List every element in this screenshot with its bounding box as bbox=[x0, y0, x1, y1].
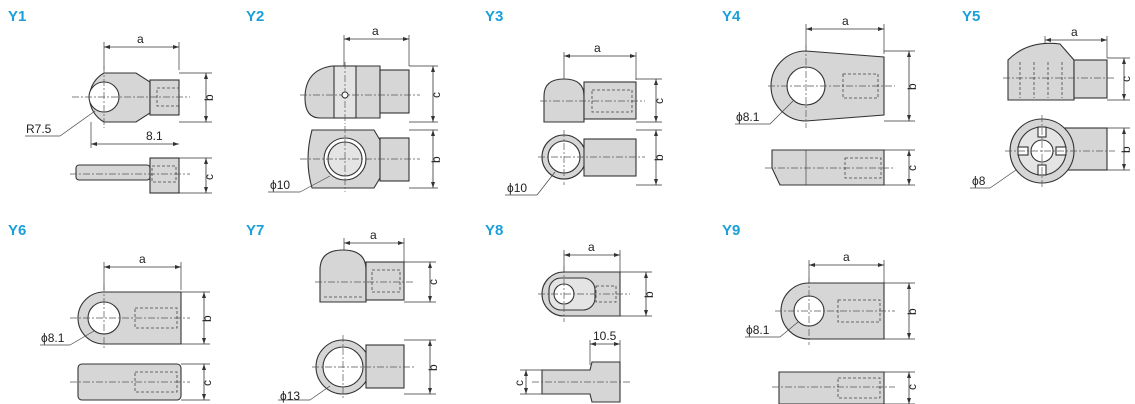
y7-dim-a: a bbox=[370, 228, 377, 242]
panel-title-y9: Y9 bbox=[722, 222, 741, 239]
y1-dim-b: b bbox=[202, 94, 216, 101]
diagram-y2: a c b ϕ10 bbox=[268, 24, 443, 193]
panel-title-y3: Y3 bbox=[485, 8, 504, 25]
panel-title-y1: Y1 bbox=[8, 8, 27, 25]
y3-dim-c: c bbox=[652, 98, 666, 104]
diagram-y5: a c b ϕ8 bbox=[970, 25, 1133, 189]
y9-dim-dia: ϕ8.1 bbox=[746, 323, 770, 337]
diagram-y7: a c b ϕ13 bbox=[278, 228, 440, 403]
panel-title-y5: Y5 bbox=[962, 8, 981, 25]
y1-dim-radius: R7.5 bbox=[26, 122, 52, 136]
panel-title-y2: Y2 bbox=[246, 8, 265, 25]
y8-dim-len: 10.5 bbox=[593, 329, 617, 343]
diagram-y4: a b ϕ8.1 c bbox=[735, 14, 919, 186]
y5-dim-b: b bbox=[1119, 146, 1133, 153]
y5-dim-a: a bbox=[1071, 25, 1078, 39]
y6-dim-dia: ϕ8.1 bbox=[41, 331, 65, 345]
y5-dim-dia: ϕ8 bbox=[972, 174, 986, 188]
y6-dim-b: b bbox=[200, 315, 214, 322]
y4-dim-a: a bbox=[842, 14, 849, 28]
y3-dim-b: b bbox=[652, 154, 666, 161]
y9-dim-c: c bbox=[905, 384, 919, 390]
y3-dim-dia: ϕ10 bbox=[507, 181, 527, 195]
y6-dim-a: a bbox=[139, 252, 146, 266]
diagram-y9: a b ϕ8.1 c bbox=[745, 250, 919, 404]
y2-dim-dia: ϕ10 bbox=[270, 178, 290, 192]
y1-dim-a: a bbox=[137, 32, 144, 46]
y4-dim-dia: ϕ8.1 bbox=[736, 110, 760, 124]
y2-dim-a: a bbox=[372, 24, 379, 38]
y7-dim-b: b bbox=[426, 364, 440, 371]
y8-dim-c: c bbox=[512, 380, 526, 386]
y7-dim-c: c bbox=[426, 279, 440, 285]
y4-dim-c: c bbox=[905, 165, 919, 171]
panel-title-y8: Y8 bbox=[485, 222, 504, 239]
y9-dim-a: a bbox=[843, 250, 850, 264]
diagram-y3: a c b ϕ10 bbox=[505, 41, 666, 196]
y6-dim-c: c bbox=[200, 380, 214, 386]
y1-dim-len: 8.1 bbox=[146, 129, 163, 143]
panel-title-y4: Y4 bbox=[722, 8, 741, 25]
diagram-y6: a b ϕ8.1 c bbox=[40, 252, 214, 401]
y2-dim-b: b bbox=[429, 156, 443, 163]
y2-dim-c: c bbox=[429, 92, 443, 98]
y8-dim-a: a bbox=[588, 240, 595, 254]
y9-dim-b: b bbox=[905, 308, 919, 315]
y8-dim-b: b bbox=[642, 291, 656, 298]
y3-dim-a: a bbox=[594, 41, 601, 55]
panel-title-y6: Y6 bbox=[8, 222, 27, 239]
panel-title-y7: Y7 bbox=[246, 222, 265, 239]
y5-dim-c: c bbox=[1119, 76, 1133, 82]
diagram-y8: a b 10.5 c bbox=[512, 240, 656, 403]
y7-dim-dia: ϕ13 bbox=[280, 389, 300, 403]
y1-dim-c: c bbox=[202, 174, 216, 180]
diagram-y1: a b R7.5 8.1 c bbox=[25, 32, 216, 194]
y4-dim-b: b bbox=[905, 83, 919, 90]
